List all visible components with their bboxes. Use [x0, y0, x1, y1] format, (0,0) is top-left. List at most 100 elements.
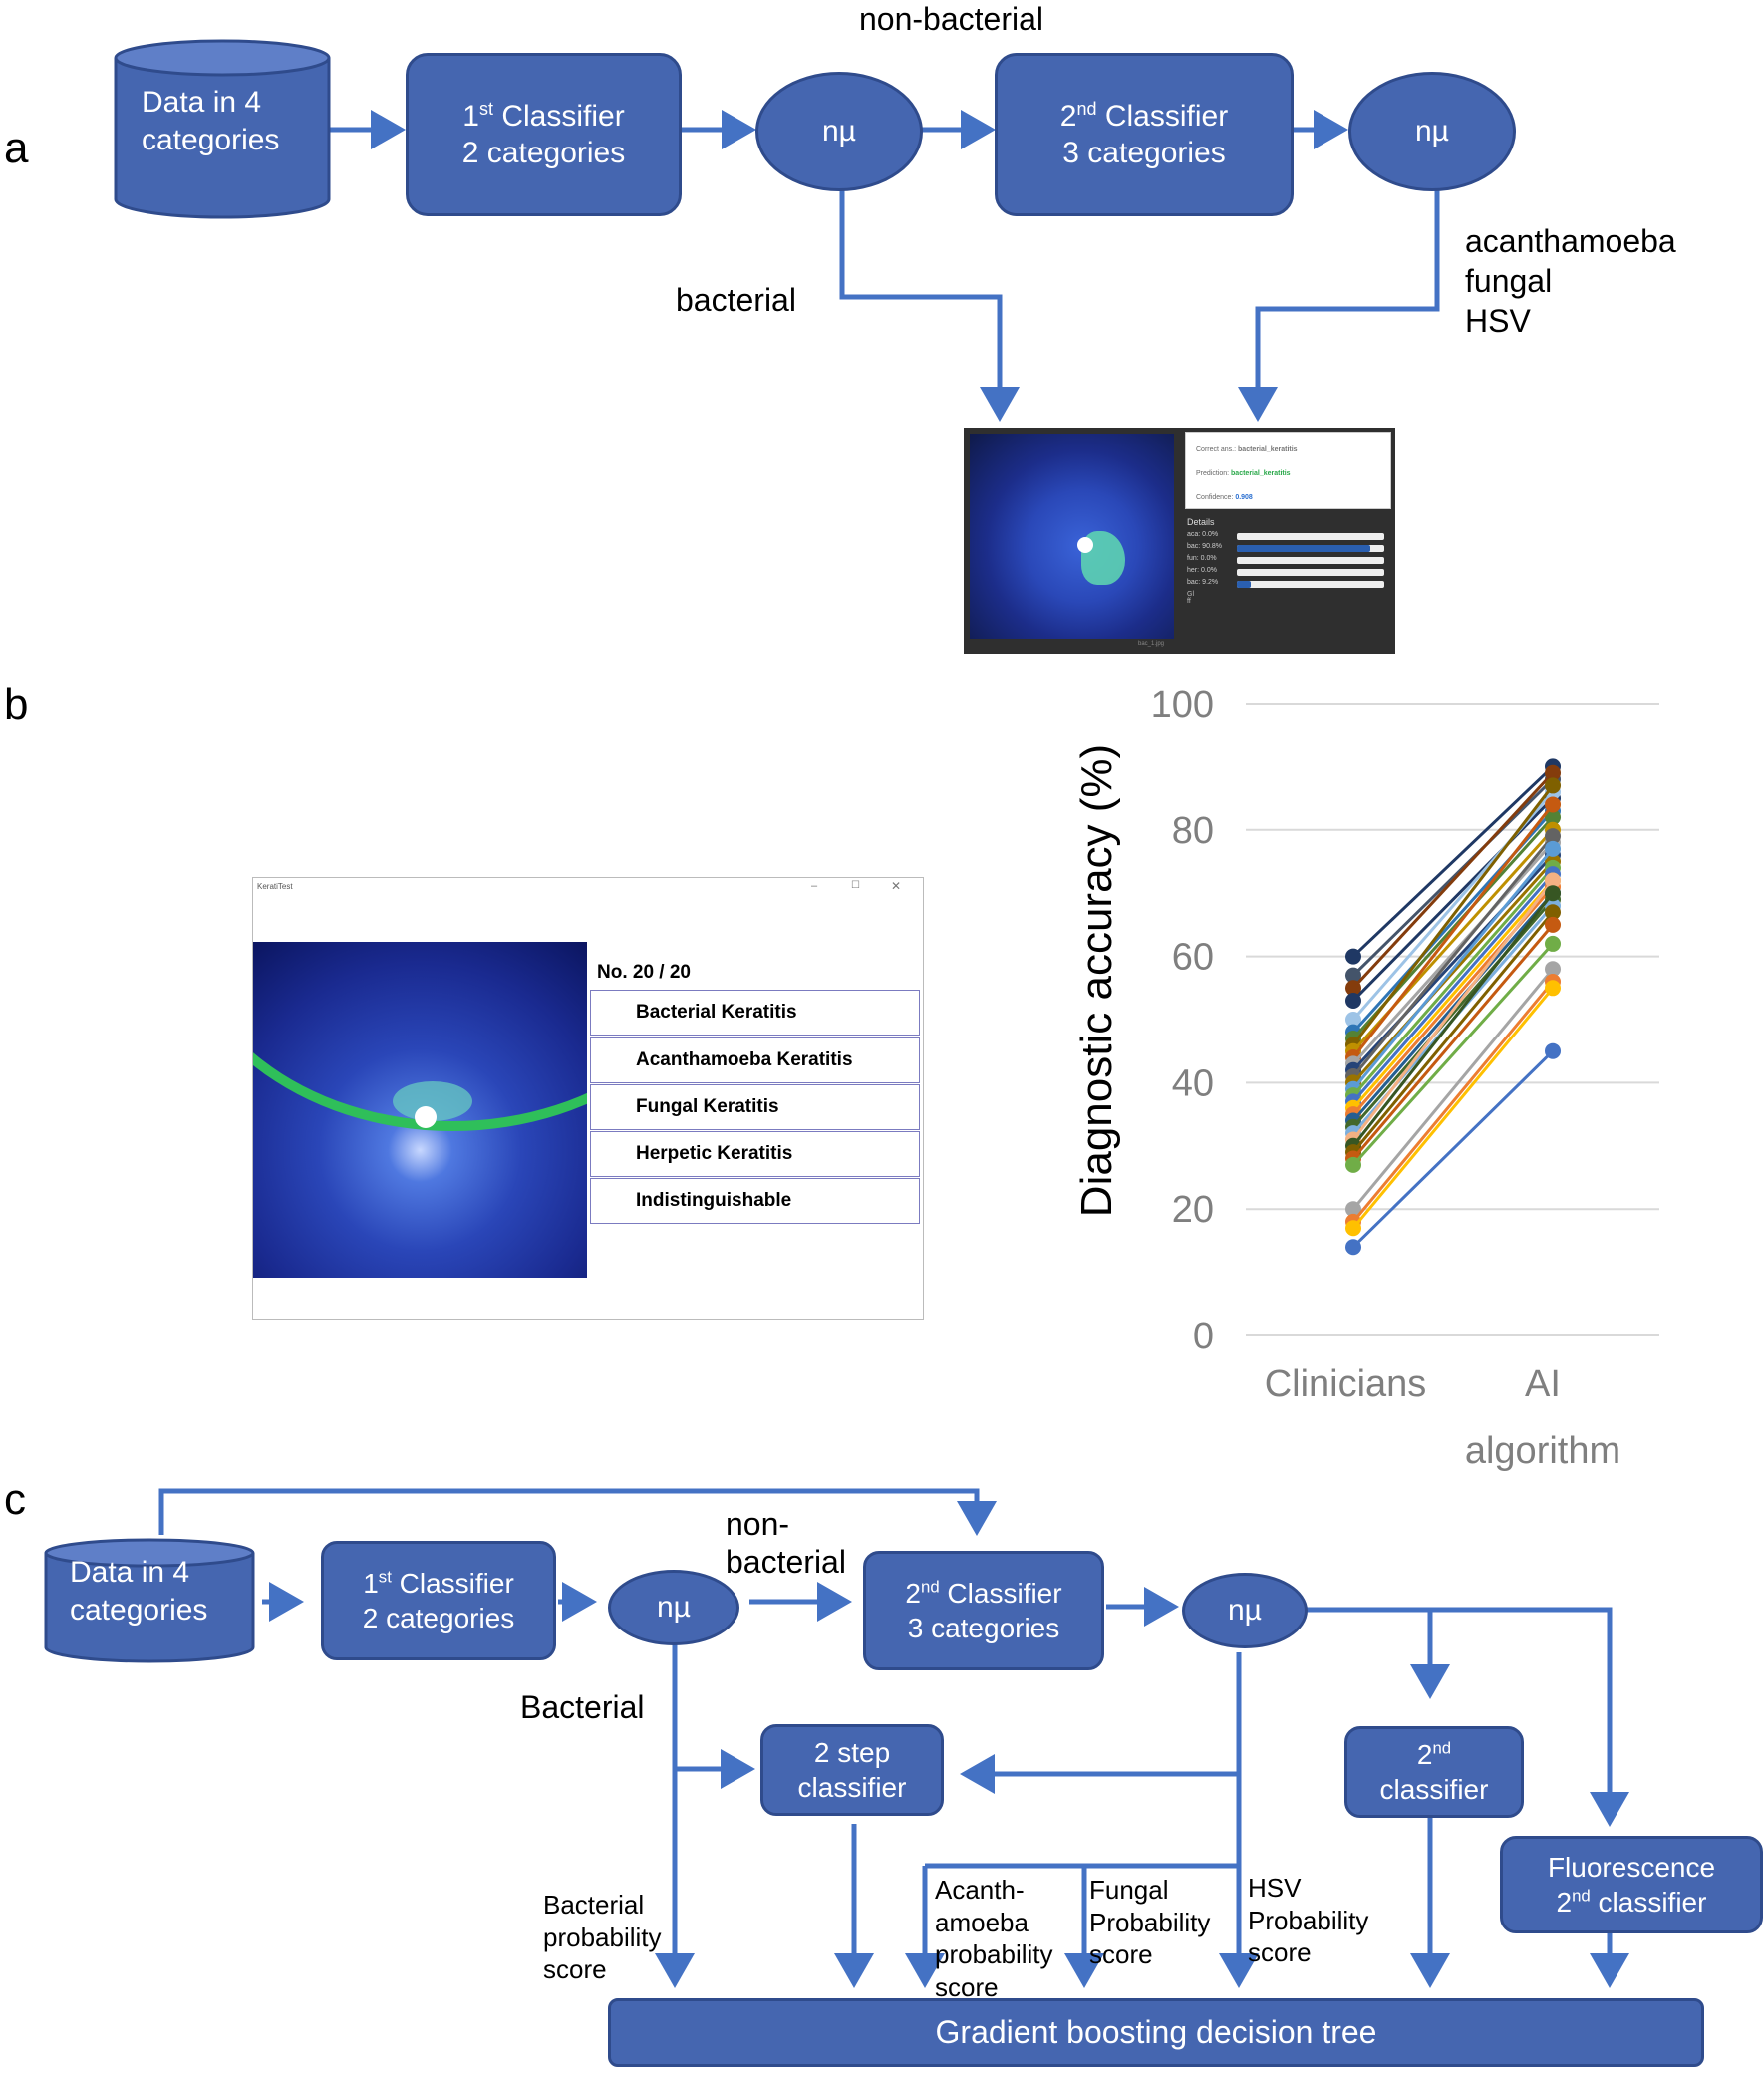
arrow-c-top-bypass — [158, 1488, 997, 1536]
series-segment — [1351, 911, 1555, 1154]
node-nmu-1-c: nµ — [608, 1570, 739, 1645]
detail-progress-bar — [1237, 545, 1384, 552]
series-line — [1345, 980, 1561, 1237]
detail-progress-bar — [1237, 581, 1384, 588]
series-segment — [1351, 835, 1555, 1078]
series-segment — [1351, 968, 1555, 1211]
chart-y-axis-label: Diagnostic accuracy (%) — [1072, 744, 1121, 1217]
series-segment — [1351, 765, 1555, 958]
second-classifier-c: 2nd Classifier 3 categories — [863, 1551, 1104, 1670]
arrow-a-other — [1238, 189, 1440, 422]
node-nmu-1-a: nµ — [755, 72, 923, 191]
label-acanthamoeba-score: Acanth- amoeba probability score — [935, 1875, 1053, 2002]
minimize-icon[interactable]: – — [811, 880, 818, 892]
x-tick-label: Clinicians — [1265, 1363, 1427, 1405]
series-segment — [1351, 860, 1555, 1084]
series-line — [1345, 790, 1561, 1009]
detail-row-label: bac: 9.2% — [1187, 579, 1219, 586]
series-line — [1345, 1042, 1561, 1256]
point-clinician — [1345, 948, 1361, 965]
result-filename: bac_1.jpg — [1138, 641, 1165, 647]
point-ai — [1545, 872, 1561, 889]
series-segment — [1351, 879, 1555, 1109]
data-cylinder-c — [44, 1538, 255, 1663]
label-non-bacterial-c: non- bacterial — [726, 1506, 846, 1581]
first-classifier-c: 1st Classifier 2 categories — [321, 1541, 556, 1660]
y-tick-label: 100 — [1151, 684, 1214, 726]
data-cylinder-a-label: Data in 4 categories — [142, 86, 280, 156]
point-clinician — [1345, 1156, 1361, 1173]
detail-row-label: aca: 0.0% — [1187, 531, 1219, 538]
y-tick-label: 20 — [1172, 1189, 1214, 1231]
series-line — [1345, 859, 1561, 1104]
point-ai — [1545, 764, 1561, 781]
y-tick-label: 40 — [1172, 1062, 1214, 1104]
series-segment — [1351, 784, 1555, 1046]
detail-progress-bar — [1237, 533, 1384, 540]
node-nmu-2-a: nµ — [1348, 72, 1516, 191]
series-segment — [1351, 873, 1555, 1103]
option-bacterial[interactable]: Bacterial Keratitis — [590, 990, 920, 1036]
series-segment — [1351, 803, 1555, 1058]
label-fungal-score: Fungal Probability score — [1089, 1875, 1211, 1969]
maximize-icon[interactable]: ☐ — [851, 880, 860, 891]
detail-row-label: fun: 0.0% — [1187, 555, 1217, 562]
detail-row: her: 0.0% — [1185, 567, 1389, 579]
detail-progress-fill — [1237, 581, 1251, 588]
point-ai — [1545, 796, 1561, 813]
panel-label-c: c — [4, 1475, 26, 1524]
chart-series — [1345, 758, 1561, 1256]
point-ai — [1545, 935, 1561, 952]
point-clinician — [1345, 967, 1361, 984]
point-ai — [1545, 1042, 1561, 1059]
data-cylinder-c-label: Data in 4 categories — [70, 1556, 208, 1627]
y-tick-label: 0 — [1193, 1316, 1214, 1357]
label-bacterial-a: bacterial — [676, 282, 796, 318]
series-line — [1345, 872, 1561, 1116]
series-line — [1345, 764, 1561, 997]
series-segment — [1351, 923, 1555, 1160]
option-indistinguishable[interactable]: Indistinguishable — [590, 1178, 920, 1224]
series-segment — [1351, 879, 1555, 1141]
detail-row: bac: 9.2% — [1185, 579, 1389, 591]
series-segment — [1351, 892, 1555, 1122]
panel-label-a: a — [4, 124, 29, 172]
point-ai — [1545, 980, 1561, 997]
detail-row-label: bac: 90.8% — [1187, 543, 1223, 550]
detail-row: bac: 90.8% — [1185, 543, 1389, 555]
point-ai — [1545, 828, 1561, 845]
app-title: KeratiTest — [257, 882, 293, 891]
point-ai — [1545, 809, 1561, 826]
point-clinician — [1345, 980, 1361, 997]
arrow-c-nmu2-to-2step — [960, 1652, 1242, 1794]
series-segment — [1351, 866, 1555, 1097]
x-tick-label: AI — [1525, 1363, 1561, 1405]
series-segment — [1351, 942, 1555, 1166]
point-clinician — [1345, 1201, 1361, 1218]
y-tick-label: 80 — [1172, 810, 1214, 852]
question-counter: No. 20 / 20 — [597, 962, 691, 983]
point-clinician — [1345, 1220, 1361, 1237]
fluorescence-classifier: Fluorescence 2nd classifier — [1500, 1836, 1763, 1933]
series-line — [1345, 935, 1561, 1173]
point-ai — [1545, 777, 1561, 794]
second-classifier-a: 2nd Classifier 3 categories — [995, 53, 1294, 216]
arrow-a-bacterial — [839, 189, 1020, 422]
node-nmu-2-c: nµ — [1182, 1573, 1308, 1648]
chart-grid — [1246, 703, 1659, 1336]
series-segment — [1351, 987, 1555, 1230]
eye-photo-a — [970, 434, 1174, 639]
close-icon[interactable]: ✕ — [891, 879, 902, 893]
first-classifier-a: 1st Classifier 2 categories — [406, 53, 682, 216]
detail-row: aca: 0.0% — [1185, 531, 1389, 543]
gradient-boosting-box: Gradient boosting decision tree — [608, 1998, 1704, 2067]
series-line — [1345, 961, 1561, 1218]
option-acanthamoeba[interactable]: Acanthamoeba Keratitis — [590, 1037, 920, 1083]
option-herpetic[interactable]: Herpetic Keratitis — [590, 1131, 920, 1177]
label-bacterial-c: Bacterial — [520, 1689, 645, 1725]
option-fungal[interactable]: Fungal Keratitis — [590, 1084, 920, 1130]
point-ai — [1545, 840, 1561, 857]
